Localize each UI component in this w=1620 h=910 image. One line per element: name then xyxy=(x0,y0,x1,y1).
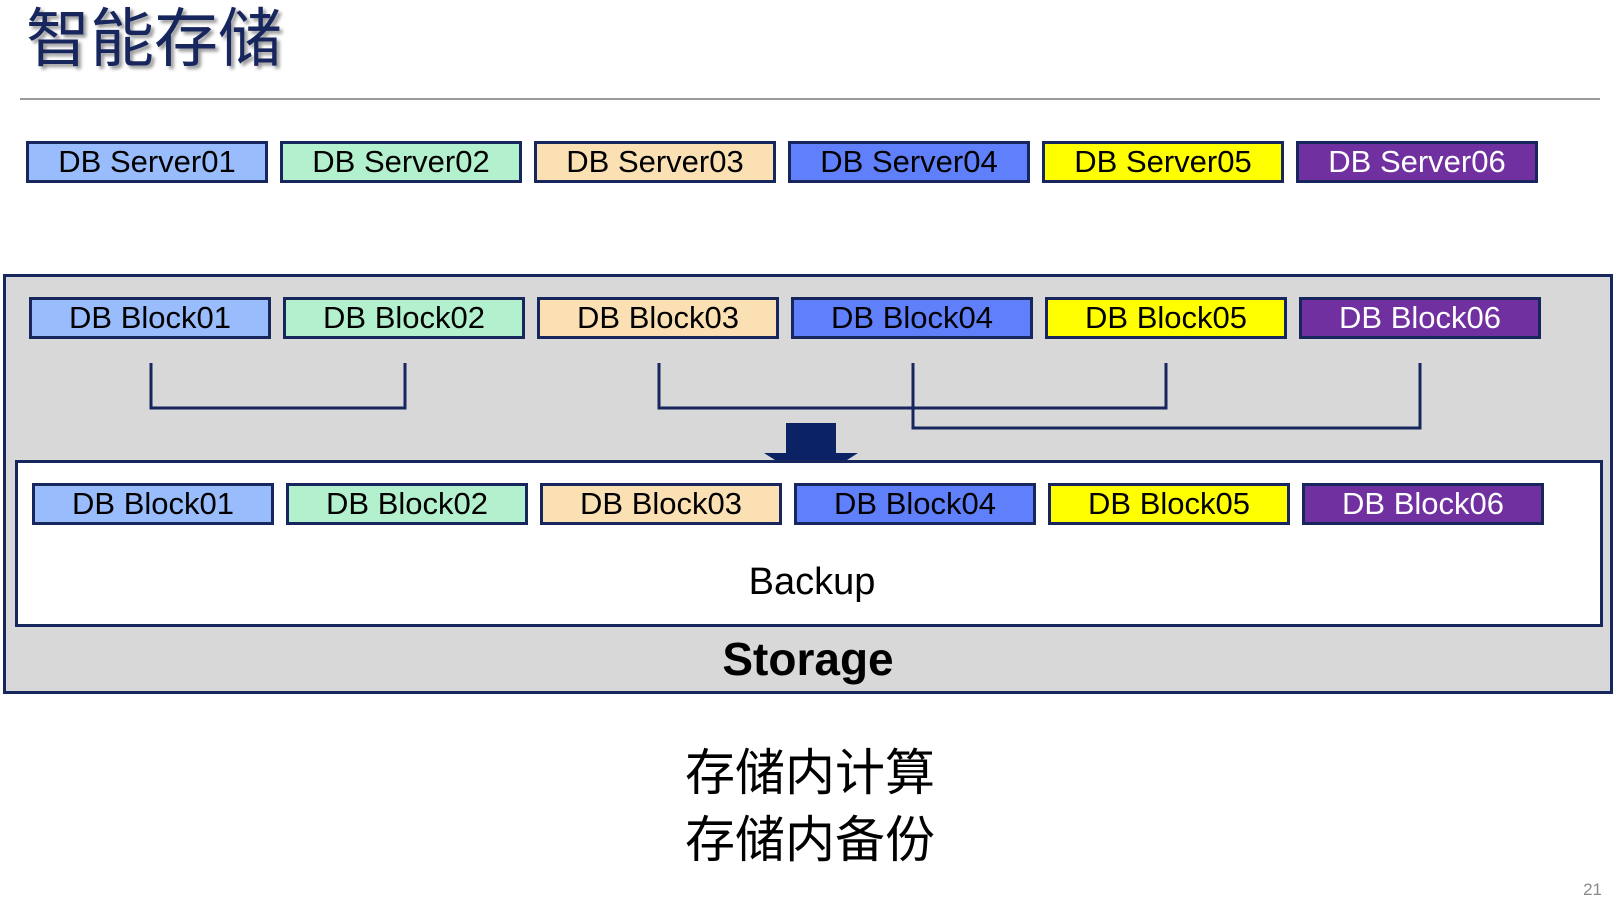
db-block-backup-3[interactable]: DB Block03 xyxy=(540,483,782,525)
db-block-backup-label: DB Block04 xyxy=(834,486,996,521)
db-block-backup-2[interactable]: DB Block02 xyxy=(286,483,528,525)
storage-label: Storage xyxy=(722,633,894,685)
backup-container: DB Block01 DB Block02 DB Block03 DB Block04… xyxy=(15,460,1603,627)
db-server-4[interactable]: DB Server04 xyxy=(788,141,1030,183)
db-server-1[interactable]: DB Server01 xyxy=(26,141,268,183)
db-server-6[interactable]: DB Server06 xyxy=(1296,141,1538,183)
caption-line-2: 存储内备份 xyxy=(685,811,935,868)
db-server-2[interactable]: DB Server02 xyxy=(280,141,522,183)
title-divider xyxy=(20,98,1600,100)
db-block-primary-2[interactable]: DB Block02 xyxy=(283,297,525,339)
db-block-backup-label: DB Block05 xyxy=(1088,486,1250,521)
db-server-label: DB Server05 xyxy=(1074,144,1252,179)
db-block-backup-label: DB Block03 xyxy=(580,486,742,521)
caption-block: 存储内计算 存储内备份 xyxy=(0,740,1620,873)
db-server-label: DB Server01 xyxy=(58,144,236,179)
db-block-primary-6[interactable]: DB Block06 xyxy=(1299,297,1541,339)
db-block-backup-6[interactable]: DB Block06 xyxy=(1302,483,1544,525)
db-server-label: DB Server06 xyxy=(1328,144,1506,179)
db-block-primary-label: DB Block03 xyxy=(577,300,739,335)
db-block-backup-5[interactable]: DB Block05 xyxy=(1048,483,1290,525)
db-block-backup-1[interactable]: DB Block01 xyxy=(32,483,274,525)
db-block-backup-label: DB Block06 xyxy=(1342,486,1504,521)
db-server-label: DB Server04 xyxy=(820,144,998,179)
page-number: 21 xyxy=(1583,880,1602,899)
db-server-3[interactable]: DB Server03 xyxy=(534,141,776,183)
db-block-row-backup: DB Block01 DB Block02 DB Block03 DB Block04… xyxy=(9,483,1613,549)
storage-panel: DB Block01 DB Block02 DB Block03 DB Block04… xyxy=(3,274,1613,694)
db-block-primary-3[interactable]: DB Block03 xyxy=(537,297,779,339)
db-block-primary-label: DB Block02 xyxy=(323,300,485,335)
db-block-backup-label: DB Block02 xyxy=(326,486,488,521)
db-server-label: DB Server02 xyxy=(312,144,490,179)
db-server-5[interactable]: DB Server05 xyxy=(1042,141,1284,183)
db-block-backup-label: DB Block01 xyxy=(72,486,234,521)
db-block-primary-5[interactable]: DB Block05 xyxy=(1045,297,1287,339)
db-block-primary-label: DB Block05 xyxy=(1085,300,1247,335)
db-block-primary-label: DB Block01 xyxy=(69,300,231,335)
caption-line-1: 存储内计算 xyxy=(685,745,935,801)
db-block-primary-4[interactable]: DB Block04 xyxy=(791,297,1033,339)
backup-label: Backup xyxy=(748,561,876,603)
db-block-primary-1[interactable]: DB Block01 xyxy=(29,297,271,339)
db-server-label: DB Server03 xyxy=(566,144,744,179)
db-block-row-primary: DB Block01 DB Block02 DB Block03 DB Block04… xyxy=(6,297,1610,363)
db-block-primary-label: DB Block06 xyxy=(1339,300,1501,335)
db-server-row: DB Server01 DB Server02 DB Server03 DB Serv… xyxy=(0,141,1620,207)
page-title: 智能存储 xyxy=(26,3,282,75)
db-block-primary-label: DB Block04 xyxy=(831,300,993,335)
db-block-backup-4[interactable]: DB Block04 xyxy=(794,483,1036,525)
